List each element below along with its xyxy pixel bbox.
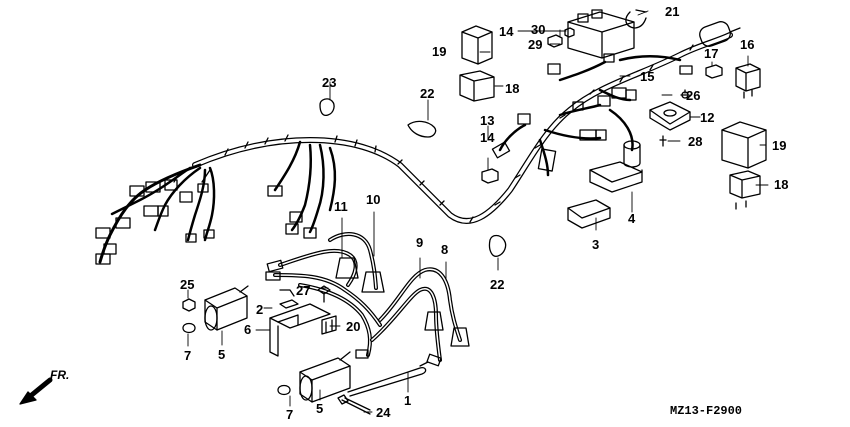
diagram-code: MZ13-F2900 [670,404,743,418]
main-wire-harness [192,21,741,224]
callout-13: 13 [480,113,495,128]
callout-23: 23 [322,75,337,90]
callout-7a: 7 [184,348,192,363]
callout-5b: 5 [316,401,324,416]
ignition-module-3-4 [567,161,643,229]
callout-3: 3 [592,237,600,252]
callout-16: 16 [740,37,755,52]
callout-18b: 18 [774,177,789,192]
callout-7b: 7 [286,407,294,422]
callout-24: 24 [376,405,391,420]
relays [459,9,767,210]
callout-29: 29 [528,37,543,52]
fuse-box [547,9,635,59]
callout-22a: 22 [420,86,435,101]
front-direction-label: FR. [50,368,70,382]
callout-18a: 18 [505,81,520,96]
callout-12: 12 [700,110,715,125]
callout-11: 11 [334,199,348,214]
small-hardware [182,298,429,415]
middle-harness-branches [267,140,337,239]
callout-26: 26 [686,88,701,103]
regulator-12 [649,89,691,147]
spark-plug-wires [265,232,470,367]
callout-28: 28 [688,134,703,149]
callout-8: 8 [441,242,449,257]
callout-15: 15 [640,69,655,84]
callout-19a: 19 [432,44,447,59]
callout-1: 1 [404,393,412,408]
callout-14a: 14 [480,130,495,145]
callout-10: 10 [366,192,381,207]
coil-bracket [269,285,337,357]
front-direction-arrow [19,377,53,405]
leader-lines [187,10,769,413]
callout-30: 30 [531,22,546,37]
callout-9: 9 [416,235,424,250]
callout-5a: 5 [218,347,226,362]
clamps [319,98,507,257]
callout-4: 4 [628,211,636,226]
callout-22b: 22 [490,277,505,292]
callout-2: 2 [256,302,264,317]
left-harness-branches [95,163,216,265]
callout-14b: 14 [499,24,514,39]
right-harness-branches [491,53,693,177]
callout-20: 20 [346,319,361,334]
callout-6: 6 [244,322,252,337]
callout-17: 17 [704,46,719,61]
callout-21: 21 [665,4,680,19]
callout-25: 25 [180,277,195,292]
callout-19b: 19 [772,138,787,153]
callout-27: 27 [296,283,311,298]
ignition-coils [204,285,351,403]
